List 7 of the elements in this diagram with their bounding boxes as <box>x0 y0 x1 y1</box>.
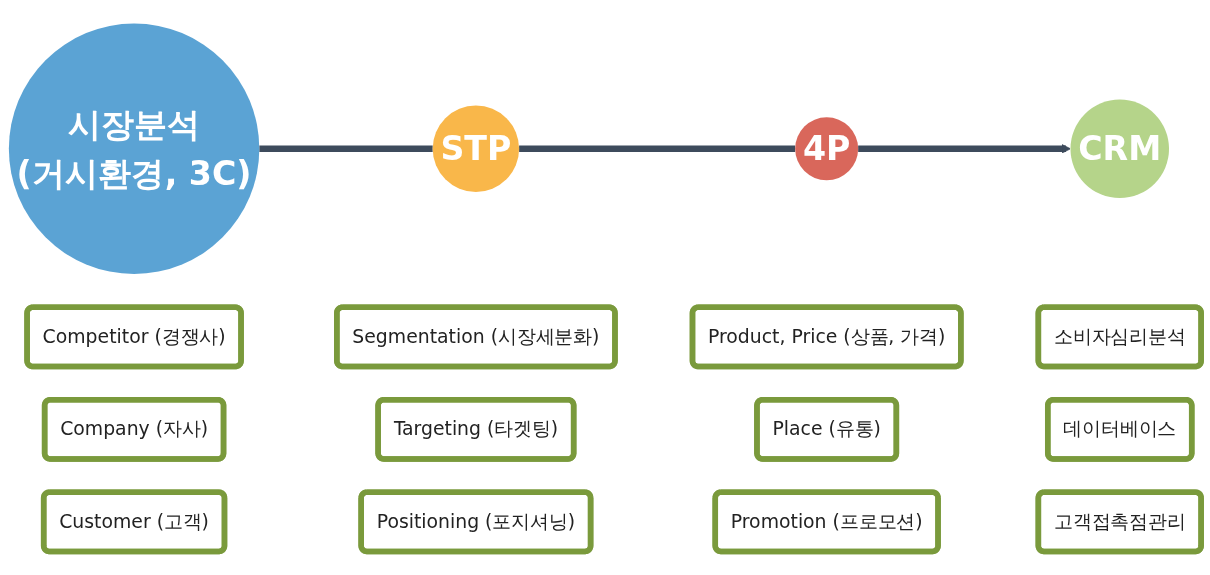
node-circle: STP <box>432 105 520 192</box>
node-circle: 시장분석 (거시환경, 3C) <box>8 23 260 274</box>
arrow <box>858 143 1071 154</box>
connector <box>519 145 796 153</box>
connector <box>259 145 433 153</box>
node-circle: 4P <box>795 117 859 181</box>
node-circle: CRM <box>1070 99 1169 199</box>
